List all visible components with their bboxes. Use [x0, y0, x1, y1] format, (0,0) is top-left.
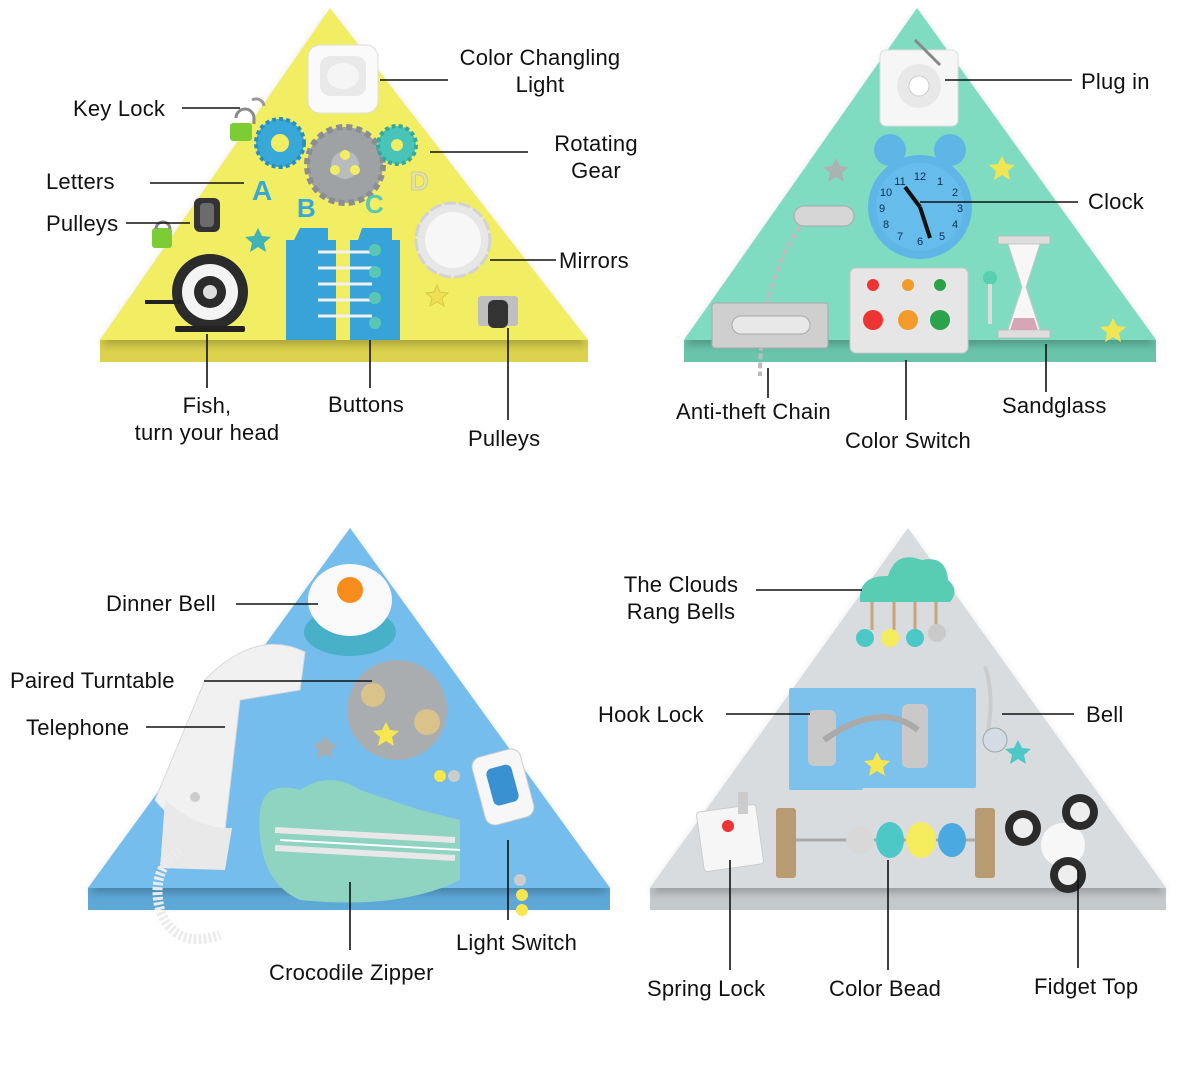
label-key-lock: Key Lock	[73, 96, 166, 121]
bell-icon[interactable]	[304, 564, 396, 656]
button-strip-icon[interactable]	[286, 228, 400, 340]
svg-text:B: B	[297, 193, 316, 223]
fishing-reel-icon[interactable]	[145, 254, 248, 332]
pulley-icon[interactable]	[478, 296, 518, 328]
label-light-switch: Light Switch	[456, 930, 578, 955]
label-line: Color Changling	[459, 45, 621, 70]
label-color-light: Color Changling Light	[448, 44, 632, 98]
light-switch-icon[interactable]	[434, 747, 536, 916]
label-clock: Clock	[1088, 189, 1145, 214]
chain-icon[interactable]	[711, 205, 855, 377]
svg-text:12: 12	[914, 171, 926, 183]
yellow-board: A B C D	[100, 8, 588, 362]
label-mirrors: Mirrors	[559, 248, 629, 273]
star-icon	[245, 228, 271, 252]
label-pulleys-left: Pulleys	[46, 211, 119, 236]
fidget-spinner-icon[interactable]	[1005, 794, 1098, 893]
label-anti-theft-chain: Anti-theft Chain	[676, 399, 831, 424]
label-line: Rotating	[554, 131, 638, 156]
svg-text:6: 6	[917, 236, 923, 248]
label-paired-turntable: Paired Turntable	[10, 668, 175, 693]
bell-icon[interactable]	[982, 665, 1031, 764]
blue-board	[88, 528, 610, 945]
svg-text:3: 3	[957, 203, 963, 215]
star-icon	[823, 158, 849, 182]
label-line: Gear	[571, 158, 621, 183]
leader-lines-blue	[146, 603, 509, 950]
svg-text:D: D	[410, 166, 429, 196]
label-crocodile-zipper: Crocodile Zipper	[269, 960, 434, 985]
star-icon	[1100, 318, 1126, 342]
label-color-bead: Color Bead	[829, 976, 942, 1001]
gear-icon[interactable]	[254, 117, 418, 206]
label-bell: Bell	[1086, 702, 1124, 727]
plug-icon[interactable]	[879, 38, 959, 127]
svg-text:8: 8	[883, 219, 889, 231]
mirror-icon[interactable]	[414, 201, 492, 279]
letter-icon[interactable]: A B C D	[252, 166, 429, 224]
label-spring-lock: Spring Lock	[647, 976, 766, 1001]
telephone-icon[interactable]	[152, 644, 306, 945]
label-rotating-gear: Rotating Gear	[538, 130, 654, 184]
zipper-icon[interactable]	[259, 780, 461, 903]
leader-lines-mint	[767, 79, 1078, 420]
star-icon	[312, 735, 338, 759]
label-hook-lock: Hook Lock	[598, 702, 704, 727]
label-color-switch: Color Switch	[845, 428, 971, 453]
label-line: turn your head	[134, 420, 280, 445]
key-lock-icon[interactable]	[230, 97, 266, 141]
label-pulleys-bottom: Pulleys	[468, 426, 541, 451]
svg-text:4: 4	[952, 219, 958, 231]
svg-text:9: 9	[879, 203, 885, 215]
bead-icon[interactable]	[776, 808, 995, 878]
turntable-icon[interactable]	[347, 660, 447, 760]
leader-lines-yellow	[126, 79, 556, 420]
light-icon[interactable]	[307, 44, 379, 114]
svg-text:2: 2	[952, 187, 958, 199]
label-line: Rang Bells	[626, 599, 736, 624]
label-line: Light	[515, 72, 565, 97]
label-letters: Letters	[46, 169, 115, 194]
switch-panel-icon[interactable]	[849, 267, 969, 354]
hourglass-icon[interactable]	[983, 235, 1051, 339]
svg-text:11: 11	[894, 176, 905, 188]
label-telephone: Telephone	[26, 715, 130, 740]
label-plug-in: Plug in	[1081, 69, 1150, 94]
label-dinner-bell: Dinner Bell	[106, 591, 216, 616]
label-fidget-top: Fidget Top	[1034, 974, 1139, 999]
spring-lock-icon[interactable]	[696, 792, 764, 872]
hook-lock-icon[interactable]	[789, 688, 976, 790]
svg-text:1: 1	[937, 176, 943, 188]
svg-text:A: A	[252, 175, 272, 206]
label-sandglass: Sandglass	[1002, 393, 1107, 418]
cloud-icon[interactable]	[856, 557, 955, 647]
label-buttons: Buttons	[328, 392, 405, 417]
svg-text:7: 7	[897, 231, 903, 243]
svg-text:5: 5	[939, 231, 945, 243]
gray-board	[650, 528, 1166, 910]
pulley-icon[interactable]	[152, 198, 220, 248]
star-icon	[424, 283, 450, 308]
svg-text:10: 10	[880, 187, 892, 199]
label-line: Fish,	[182, 393, 232, 418]
label-line: The Clouds	[623, 572, 739, 597]
label-fish: Fish, turn your head	[112, 392, 302, 446]
svg-text:C: C	[365, 189, 384, 219]
leader-lines-gray	[726, 589, 1079, 970]
star-icon	[989, 156, 1015, 180]
label-clouds-bells: The Clouds Rang Bells	[612, 571, 750, 625]
